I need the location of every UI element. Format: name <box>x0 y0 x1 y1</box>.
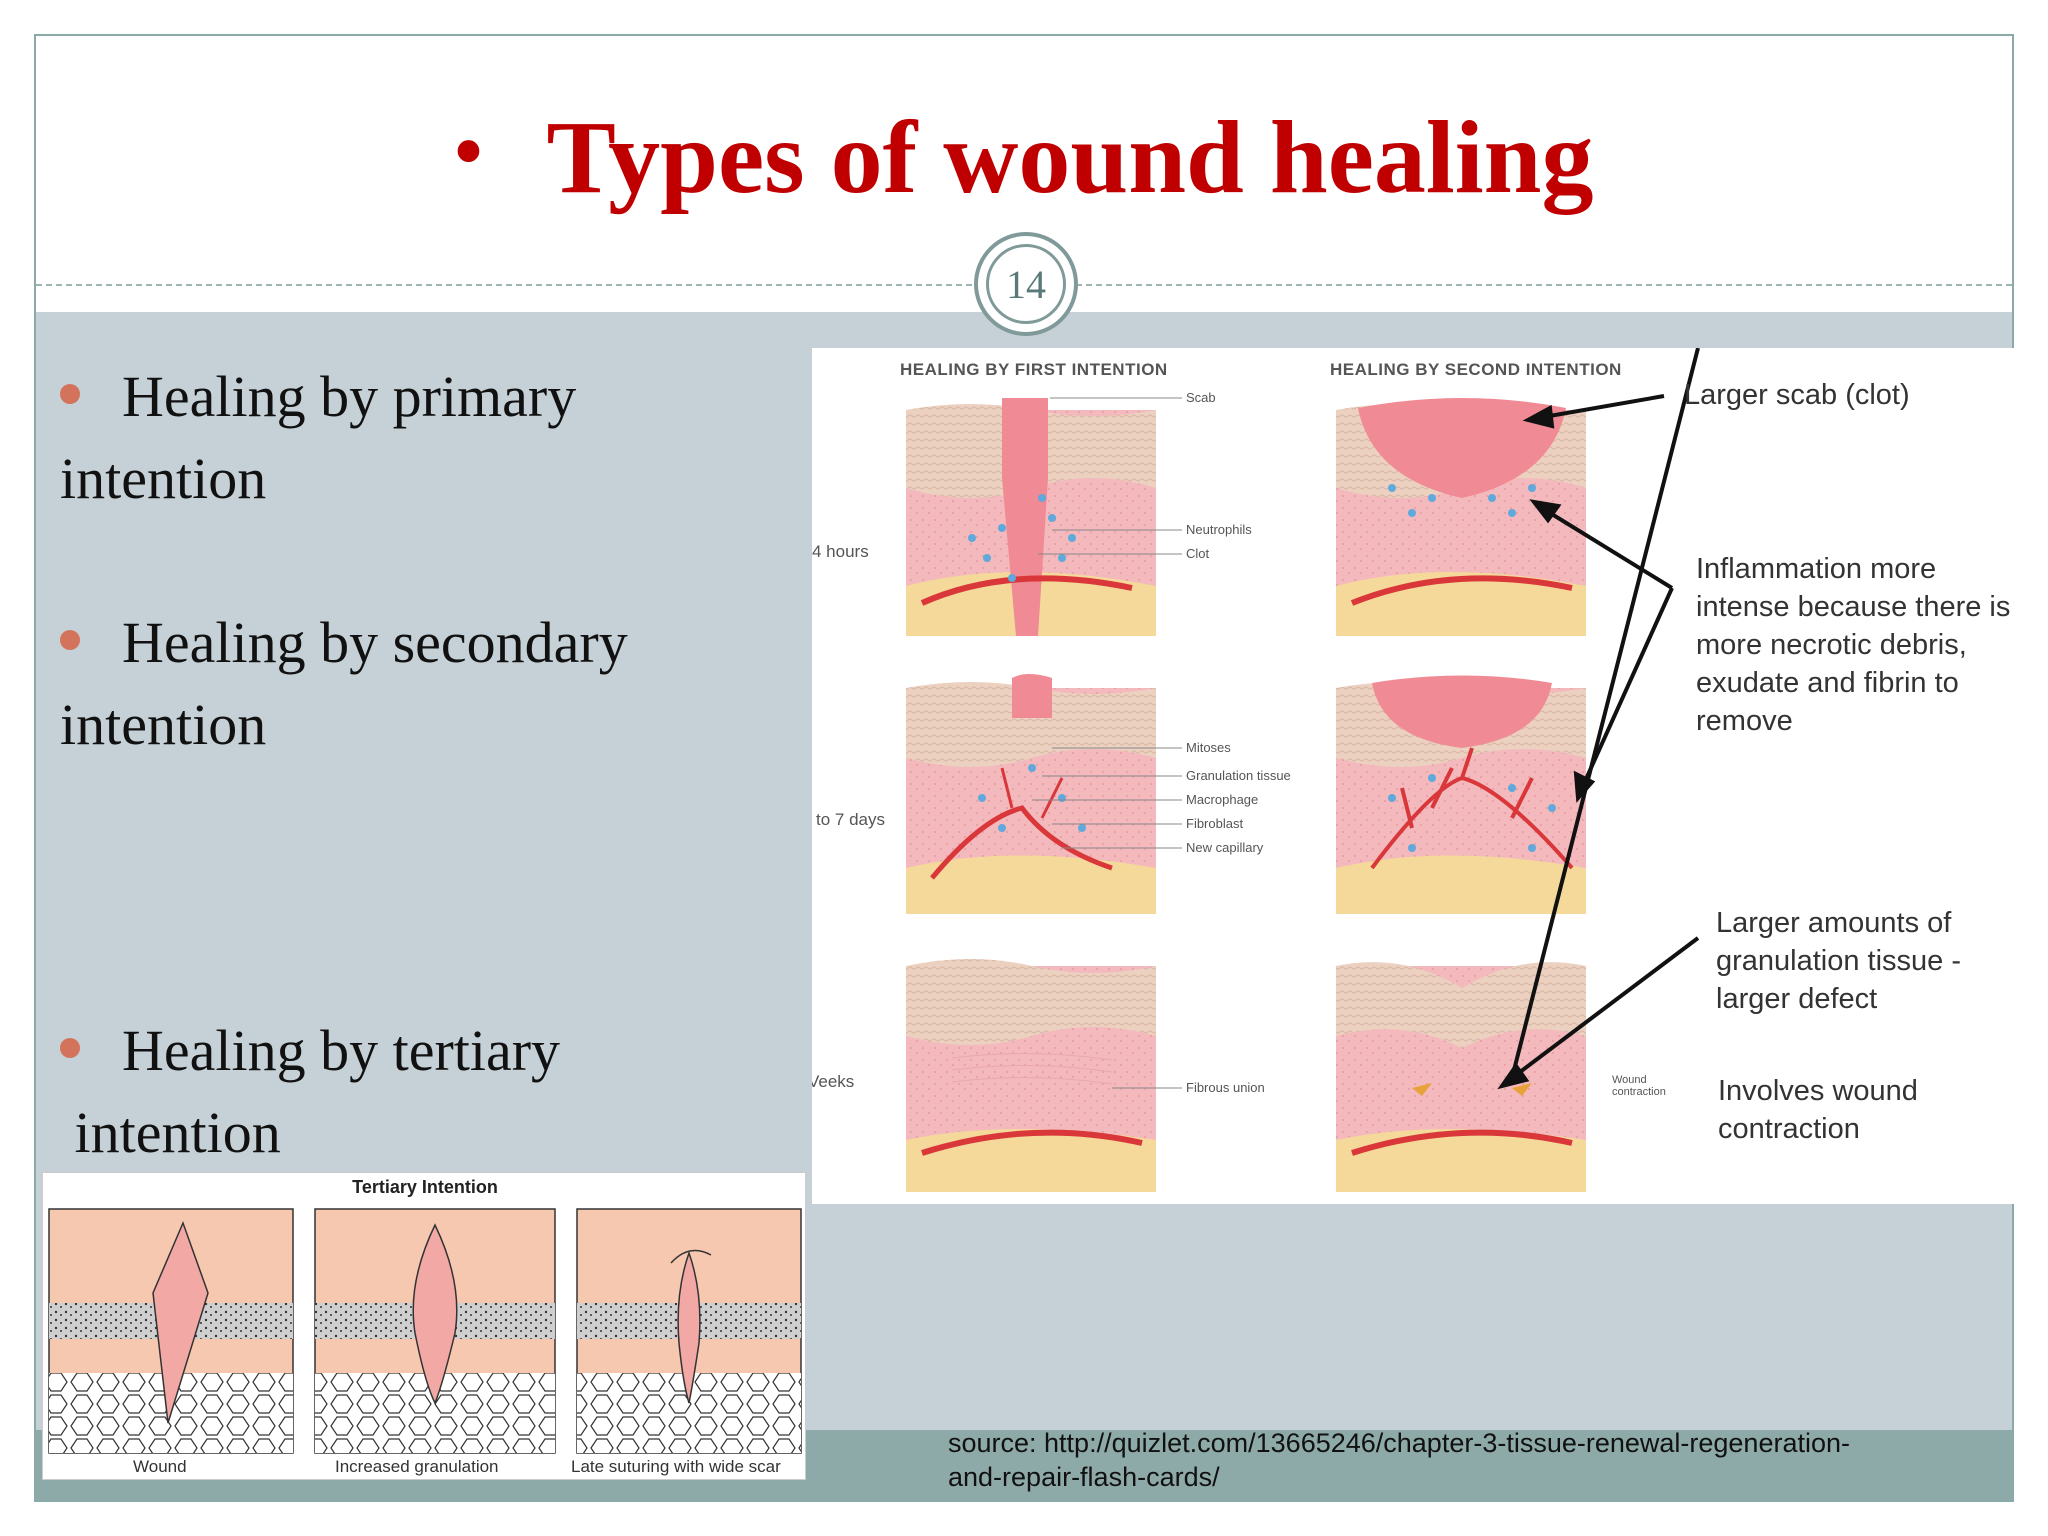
bullet-secondary-line2: intention <box>60 692 267 757</box>
time-label-3: Veeks <box>812 1072 855 1091</box>
label-fibroblast: Fibroblast <box>1186 816 1244 831</box>
tertiary-panel-late-suturing <box>576 1208 802 1454</box>
label-neutrophils: Neutrophils <box>1186 522 1252 537</box>
annotation-larger-scab: Larger scab (clot) <box>1684 379 1910 411</box>
tertiary-panel-granulation <box>314 1208 556 1454</box>
healing-illustration <box>906 348 1700 1192</box>
first-intention-column <box>906 398 1156 1192</box>
annotation-granulation-line: granulation tissue - <box>1716 945 1962 977</box>
annotation-inflammation-line: remove <box>1696 705 1793 737</box>
annotation-granulation-line: Larger amounts of <box>1716 907 1952 939</box>
second-intention-heading: HEALING BY SECOND INTENTION <box>1330 360 1622 379</box>
source-line-1: source: http://quizlet.com/13665246/chap… <box>948 1428 1850 1458</box>
bullet-primary-line2: intention <box>60 446 267 511</box>
first-intention-heading: HEALING BY FIRST INTENTION <box>900 360 1168 379</box>
title-bullet: • <box>454 108 483 196</box>
tertiary-illustration <box>48 1208 802 1454</box>
tertiary-intention-figure: Tertiary Intention <box>42 1172 806 1480</box>
page-number-badge: 14 <box>974 232 1078 336</box>
annotation-contraction-line: Involves wound <box>1718 1075 1918 1107</box>
time-label-2: to 7 days <box>816 810 885 829</box>
source-citation: source: http://quizlet.com/13665246/chap… <box>948 1426 1968 1494</box>
time-label-1: 4 hours <box>812 542 869 561</box>
annotation-arrows <box>1497 348 1700 1090</box>
annotation-granulation-line: larger defect <box>1716 983 1878 1015</box>
source-line-2: and-repair-flash-cards/ <box>948 1462 1220 1492</box>
bullet-dot <box>60 1038 80 1058</box>
bullet-primary: Healing by primary intention <box>60 356 576 520</box>
leader-lines <box>1032 397 1182 1089</box>
bullet-tertiary-line1: Healing by tertiary <box>122 1018 561 1083</box>
annotation-contraction: Involves wound contraction <box>1718 1072 1918 1148</box>
slide-title: • Types of wound healing <box>0 98 2048 217</box>
tertiary-caption-granulation: Increased granulation <box>335 1457 499 1476</box>
bullet-dot <box>60 384 80 404</box>
label-mitoses: Mitoses <box>1186 740 1231 755</box>
tertiary-caption-late-suturing: Late suturing with wide scar <box>571 1457 781 1476</box>
annotation-inflammation-line: more necrotic debris, <box>1696 629 1967 661</box>
bullet-secondary: Healing by secondary intention <box>60 602 628 766</box>
annotation-inflammation: Inflammation more intense because there … <box>1696 550 2010 740</box>
label-fibrous-union: Fibrous union <box>1186 1080 1265 1095</box>
label-new-capillary: New capillary <box>1186 840 1264 855</box>
bullet-secondary-line1: Healing by secondary <box>122 610 628 675</box>
healing-intention-figure: HEALING BY FIRST INTENTION HEALING BY SE… <box>812 348 2048 1204</box>
tertiary-caption-wound: Wound <box>133 1457 187 1476</box>
label-scab: Scab <box>1186 390 1216 405</box>
label-clot: Clot <box>1186 546 1210 561</box>
bullet-primary-line1: Healing by primary <box>122 364 577 429</box>
label-macrophage: Macrophage <box>1186 792 1259 807</box>
tertiary-panel-wound <box>48 1208 294 1454</box>
annotation-inflammation-line: Inflammation more <box>1696 553 1937 585</box>
annotation-contraction-line: contraction <box>1718 1113 1860 1145</box>
label-wound-contraction: Wound contraction <box>1612 1074 1666 1098</box>
bullet-dot <box>60 630 80 650</box>
annotation-inflammation-line: intense because there is <box>1696 591 2011 623</box>
slide-title-text: Types of wound healing <box>546 100 1594 215</box>
bullet-tertiary: Healing by tertiary intention <box>60 1010 560 1174</box>
page-number: 14 <box>986 244 1066 324</box>
annotation-inflammation-line: exudate and fibrin to <box>1696 667 1959 699</box>
bullet-tertiary-line2: intention <box>60 1100 281 1165</box>
label-granulation-tissue: Granulation tissue <box>1186 768 1291 783</box>
annotation-granulation: Larger amounts of granulation tissue - l… <box>1716 904 1961 1018</box>
tertiary-figure-title: Tertiary Intention <box>352 1177 498 1197</box>
